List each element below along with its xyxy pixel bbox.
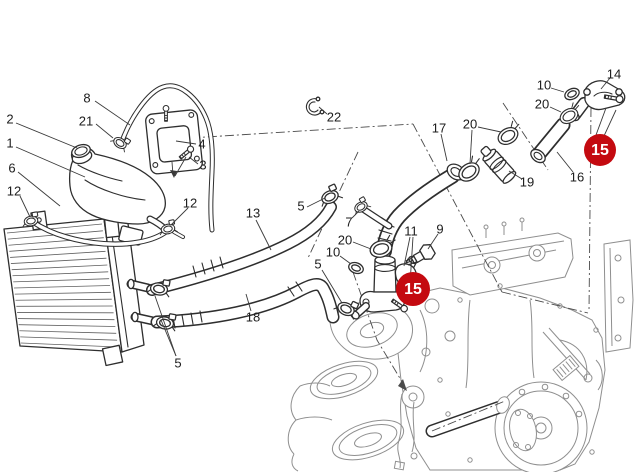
radiator-fin — [20, 336, 118, 341]
leader-line-9 — [427, 233, 439, 250]
leader-line-10a — [339, 255, 352, 265]
leader-line-20b — [469, 129, 473, 165]
expansion-tank — [68, 104, 203, 246]
leader-line-19 — [508, 170, 523, 180]
part-label-5a: 5 — [297, 199, 304, 214]
leader-line-4 — [175, 140, 197, 145]
radiator-fin — [9, 244, 105, 252]
leader-line-12a — [19, 195, 31, 218]
callout-badge-label-15-center: 15 — [404, 281, 422, 298]
callout-badge-label-15-right: 15 — [591, 142, 609, 159]
leader-line-13 — [255, 219, 272, 251]
part-label-13: 13 — [246, 206, 260, 221]
radiator-fin — [13, 285, 111, 289]
leader-line-20b — [477, 126, 502, 133]
hoses-and-fittings — [20, 80, 626, 332]
part-label-6: 6 — [8, 161, 15, 176]
leader-line-12b — [170, 207, 189, 226]
radiator-fins — [6, 223, 119, 348]
leader-line-17 — [440, 133, 448, 162]
leader-line-5c — [160, 319, 177, 357]
part-label-12a: 12 — [7, 184, 21, 199]
part-label-9: 9 — [436, 222, 443, 237]
part-label-2: 2 — [6, 112, 13, 127]
leader-line-5a — [306, 197, 326, 208]
part-label-17: 17 — [432, 121, 446, 136]
radiator-fin — [13, 278, 110, 283]
leader-line-1 — [15, 146, 86, 178]
part-label-18: 18 — [246, 310, 260, 325]
leader-line-16 — [556, 151, 574, 173]
part-label-5c: 5 — [174, 356, 181, 371]
leader-line-5c — [154, 295, 177, 357]
hose-13 — [146, 201, 337, 296]
leader-line-18 — [245, 293, 252, 312]
part-label-3: 3 — [199, 158, 206, 173]
radiator-fin — [8, 237, 104, 246]
retaining-clip — [305, 96, 325, 116]
badge-leader-15-right — [603, 109, 617, 137]
leader-line-21 — [95, 123, 114, 139]
gasket-10-right — [562, 85, 582, 103]
leader-line-14 — [600, 77, 611, 90]
leader-line-7 — [351, 210, 360, 219]
part-label-10a: 10 — [326, 245, 340, 260]
radiator-fin — [19, 330, 117, 334]
leader-line-20c — [549, 106, 562, 113]
leader-line-10b — [550, 87, 565, 93]
callout-badge-15-center[interactable] — [396, 272, 430, 306]
radiator-fin — [6, 223, 103, 234]
clamp-5-upper — [315, 182, 344, 208]
callout-badge-15-right[interactable] — [584, 134, 616, 166]
badge-leader-15-right — [595, 107, 607, 136]
leader-line-2 — [15, 122, 78, 149]
part-label-1: 1 — [6, 136, 13, 151]
part-label-11: 11 — [404, 224, 418, 239]
part-label-20c: 20 — [535, 97, 549, 112]
leader-line-6 — [17, 171, 61, 207]
clamp-20-union19 — [493, 118, 526, 149]
leader-line-22 — [318, 106, 328, 115]
part-label-21: 21 — [79, 114, 93, 129]
radiator-fin — [10, 250, 106, 258]
part-label-20a: 20 — [338, 233, 352, 248]
radiator-fin — [14, 291, 111, 295]
part-label-10b: 10 — [537, 78, 551, 93]
part-label-14: 14 — [607, 67, 621, 82]
part-label-19: 19 — [520, 175, 534, 190]
leader-line-8 — [94, 100, 131, 126]
part-label-4: 4 — [198, 137, 205, 152]
leader-line-3 — [188, 156, 199, 165]
part-label-7: 7 — [345, 215, 352, 230]
union-19 — [480, 145, 517, 184]
leader-line-20a — [352, 241, 372, 250]
radiator-fin — [12, 271, 109, 277]
part-label-12b: 12 — [183, 196, 197, 211]
part-label-8: 8 — [83, 91, 90, 106]
clamp-21 — [109, 130, 133, 153]
radiator-fin — [20, 342, 119, 348]
radiator-fin — [10, 257, 107, 264]
radiator-fin — [17, 318, 115, 321]
bracket-plate — [145, 109, 203, 175]
part-label-20b: 20 — [463, 117, 477, 132]
part-label-5b: 5 — [314, 257, 321, 272]
leader-line-11 — [403, 236, 411, 267]
radiator-fin — [15, 298, 112, 301]
radiator-fin — [18, 324, 116, 327]
radiator-fin — [11, 264, 108, 271]
leader-line-5b — [321, 269, 343, 304]
part-label-16: 16 — [570, 170, 584, 185]
part-label-22: 22 — [327, 110, 341, 125]
